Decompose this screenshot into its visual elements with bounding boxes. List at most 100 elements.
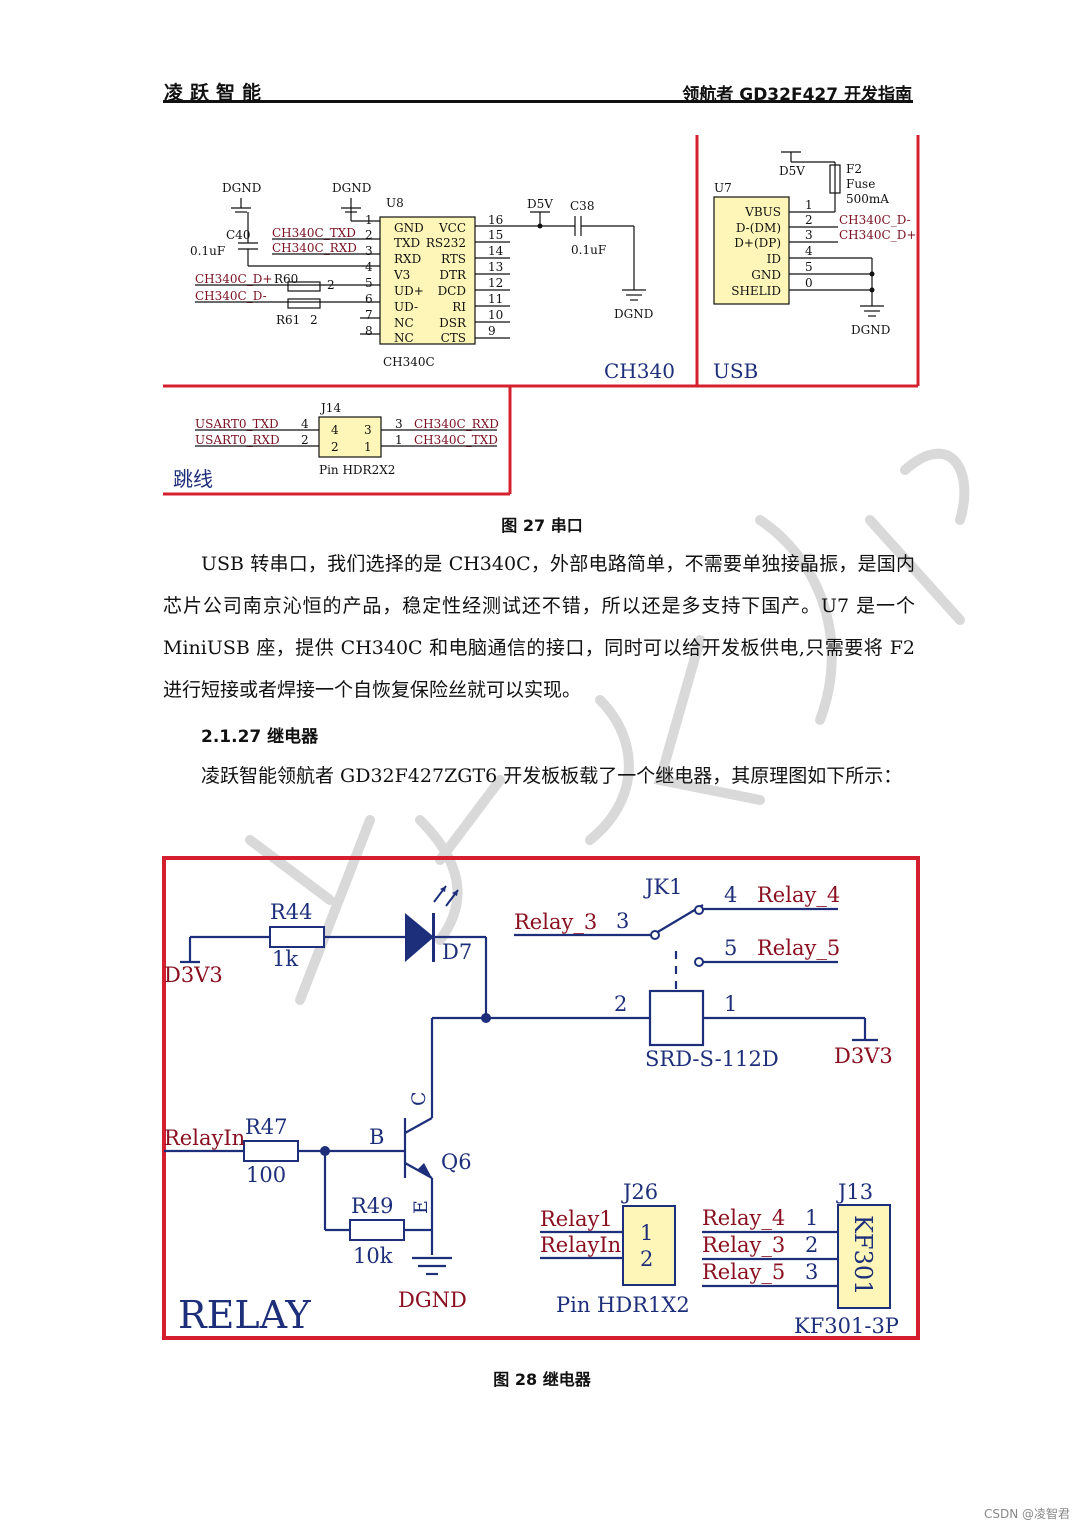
u8-pin-name: DSR xyxy=(439,316,467,330)
usb-block-label: USB xyxy=(713,359,758,383)
ch340-dgnd-right: DGND xyxy=(614,307,653,321)
relay-frame xyxy=(162,856,920,1340)
net-relayin: RelayIn xyxy=(164,1126,245,1150)
ch340-block-label: CH340 xyxy=(604,359,675,383)
r61-ref: R61 xyxy=(276,313,300,327)
fuse-ref: F2 xyxy=(846,162,862,176)
u8-pin-name: NC xyxy=(394,316,414,330)
u8-pin-name: GND xyxy=(394,221,424,235)
net-relay-4: Relay_4 xyxy=(757,883,840,907)
net-ch340c-rxd: CH340C_RXD xyxy=(272,241,357,255)
j14-part: Pin HDR2X2 xyxy=(319,463,395,477)
usb-net-dminus: CH340C_D- xyxy=(839,213,911,227)
u8-pin-name: RI xyxy=(452,300,466,314)
header-company: 凌跃智能 xyxy=(164,82,269,104)
u7-pin-name: SHELID xyxy=(731,284,781,298)
jk1-pin-3: 3 xyxy=(616,909,629,933)
net-usart0-rxd: USART0_RXD xyxy=(195,433,280,447)
r60-pin: 2 xyxy=(327,278,335,292)
u7-pin-name: ID xyxy=(767,252,781,266)
u7-pin-num: 4 xyxy=(805,244,813,258)
net-ch340c-txd: CH340C_TXD xyxy=(272,226,356,240)
c38-value: 0.1uF xyxy=(571,243,606,257)
paragraph-text: 凌跃智能领航者 GD32F427ZGT6 开发板板载了一个继电器，其原理图如下所… xyxy=(201,765,903,787)
paragraph-usb-serial: USB 转串口，我们选择的是 CH340C，外部电路简单，不需要单独接晶振，是国… xyxy=(163,543,915,711)
j14-pin-num: 1 xyxy=(395,433,403,447)
j26-net-relay1: Relay1 xyxy=(540,1207,613,1231)
u7-pin-name: VBUS xyxy=(744,205,781,219)
u7-pin-num: 5 xyxy=(805,260,813,274)
header-rule xyxy=(163,100,913,103)
u8-pin-num: 8 xyxy=(365,324,373,338)
u8-pin-num: 13 xyxy=(488,260,503,274)
j13-body xyxy=(837,1204,891,1309)
r44-value: 1k xyxy=(272,947,298,971)
usb-net-dplus: CH340C_D+ xyxy=(839,228,916,242)
dgnd-label: DGND xyxy=(398,1288,467,1312)
j26-pin-2: 2 xyxy=(640,1247,653,1271)
r44-ref: R44 xyxy=(270,900,313,924)
u8-pin-name: DTR xyxy=(439,268,467,282)
j26-ref: J26 xyxy=(621,1180,658,1204)
u7-ref: U7 xyxy=(714,181,732,195)
paragraph-text: USB 转串口，我们选择的是 CH340C，外部电路简单，不需要单独接晶振，是国… xyxy=(163,553,915,701)
r49-ref: R49 xyxy=(351,1194,394,1218)
u8-pin-num: 3 xyxy=(365,244,373,258)
j13-net-relay-4: Relay_4 xyxy=(702,1206,785,1230)
c38-ref: C38 xyxy=(570,199,594,213)
q6-pin-c: C xyxy=(408,1091,430,1106)
j13-body-label: KF301 xyxy=(849,1215,877,1295)
u7-pin-name: D-(DM) xyxy=(736,221,781,235)
c40-ref: C40 xyxy=(226,228,250,242)
j26-net-relayin: RelayIn xyxy=(540,1233,621,1257)
jk1-ref: JK1 xyxy=(643,875,682,899)
u7-pin-num: 1 xyxy=(805,198,813,212)
u8-pin-num: 1 xyxy=(365,213,373,227)
u8-pin-num: 6 xyxy=(365,292,373,306)
q6-ref: Q6 xyxy=(441,1150,472,1174)
fig27-caption: 图 27 串口 xyxy=(501,516,583,535)
jk1-pin-5: 5 xyxy=(724,936,737,960)
j14-inner-num: 1 xyxy=(364,440,372,454)
u7-pin-num: 0 xyxy=(805,276,813,290)
u7-pin-name: D+(DP) xyxy=(734,236,781,250)
jk1-pin-4: 4 xyxy=(724,883,737,907)
coil-pin-2: 2 xyxy=(614,992,627,1016)
coil-pin-1: 1 xyxy=(724,992,737,1016)
u8-pin-name: V3 xyxy=(393,268,410,282)
u8-pin-name: RTS xyxy=(441,252,466,266)
fig28-caption: 图 28 继电器 xyxy=(493,1370,591,1389)
c40-value: 0.1uF xyxy=(190,244,225,258)
d5v-label: D5V xyxy=(527,197,553,211)
d3v3-right: D3V3 xyxy=(834,1044,893,1068)
u8-pin-num: 12 xyxy=(488,276,503,290)
jk1-part: SRD-S-112D xyxy=(645,1047,779,1071)
d3v3-left: D3V3 xyxy=(164,963,223,987)
j14-pin-num: 3 xyxy=(395,417,403,431)
r61-pin: 2 xyxy=(310,313,318,327)
u8-pin-num: 10 xyxy=(488,308,503,322)
u8-pin-name: RS232 xyxy=(426,236,466,250)
u8-pin-num: 15 xyxy=(488,228,503,242)
r47-ref: R47 xyxy=(245,1115,288,1139)
j26-pin-1: 1 xyxy=(640,1221,653,1245)
j14-ref: J14 xyxy=(319,401,341,415)
u7-pin-num: 2 xyxy=(805,213,813,227)
j14-inner-num: 4 xyxy=(331,423,339,437)
j13-part: KF301-3P xyxy=(794,1314,899,1338)
u8-pin-name: TXD xyxy=(394,236,420,250)
j14-inner-num: 2 xyxy=(331,440,339,454)
u7-pin-num: 3 xyxy=(805,228,813,242)
j13-pin-3: 3 xyxy=(805,1260,818,1284)
r60-ref: R60 xyxy=(274,272,298,286)
fuse-name: Fuse xyxy=(846,177,875,191)
j13-ref: J13 xyxy=(836,1180,873,1204)
u8-ref: U8 xyxy=(386,196,404,210)
u8-pin-num: 16 xyxy=(488,213,503,227)
fuse-value: 500mA xyxy=(846,192,889,206)
u8-pin-num: 11 xyxy=(488,292,503,306)
j14-inner-num: 3 xyxy=(364,423,372,437)
q6-pin-e: E xyxy=(410,1200,432,1214)
u8-dgnd-label: DGND xyxy=(332,181,371,195)
